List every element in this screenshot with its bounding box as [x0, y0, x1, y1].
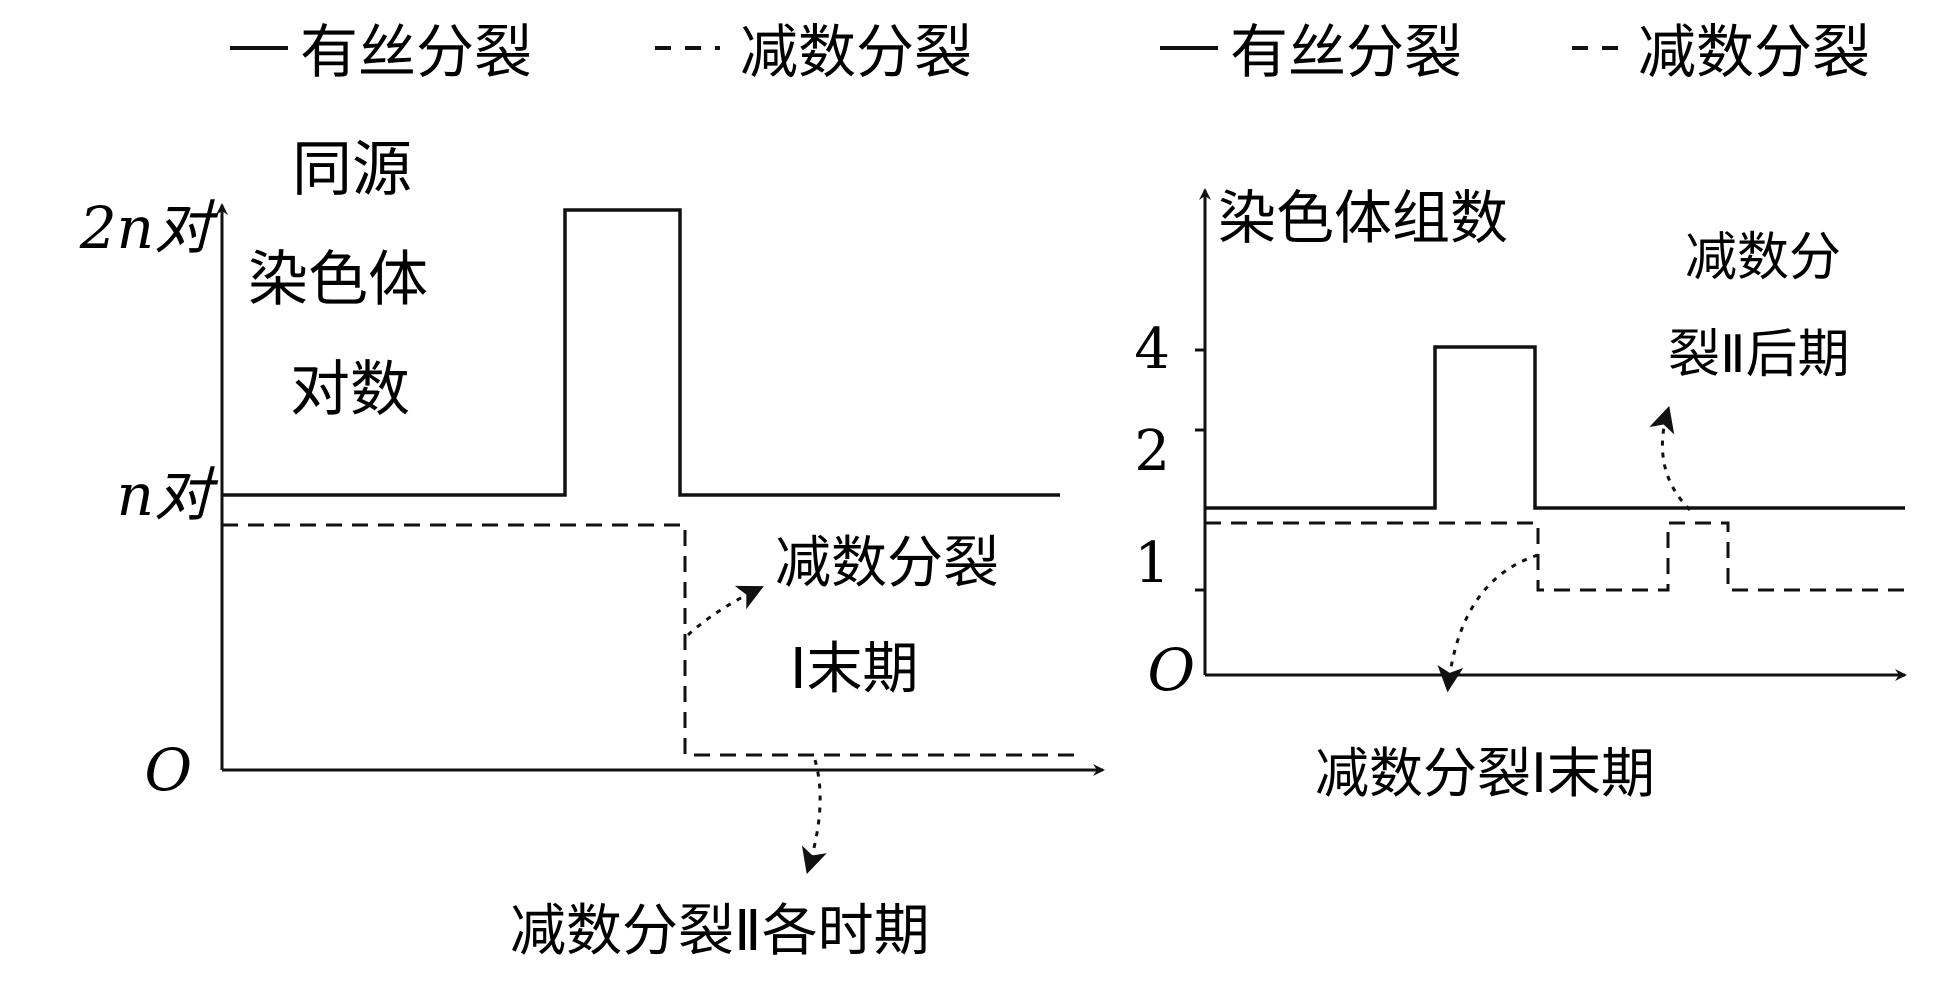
- right-y-tick-4: 4: [1134, 317, 1170, 382]
- left-y-tick-n: n对: [117, 461, 219, 529]
- left-chart: 有丝分裂 减数分裂 同源 染色体 对数 2n对 n对 O 减数分裂 Ⅰ末期 减数…: [79, 18, 1105, 964]
- right-meiosis-series: [1205, 521, 1905, 592]
- right-y-axis-label: 染色体组数: [1218, 184, 1508, 252]
- right-note-meiosis2-line2: 裂Ⅱ后期: [1668, 325, 1850, 385]
- left-note-arrow-meiosis1: [686, 585, 764, 637]
- right-note-arrow-meiosis2: [1649, 405, 1692, 512]
- left-meiosis-series: [222, 523, 1075, 757]
- right-y-tick-1: 1: [1134, 531, 1170, 596]
- left-mitosis-series: [222, 208, 1060, 497]
- left-note-meiosis1-line2: Ⅰ末期: [790, 637, 919, 702]
- right-y-tick-2: 2: [1134, 419, 1170, 484]
- left-note-arrow-meiosis2: [801, 759, 827, 875]
- left-origin: O: [144, 736, 192, 804]
- legend-dashed-label: 减数分裂: [1638, 18, 1870, 86]
- left-note-meiosis1-line1: 减数分裂: [775, 531, 999, 596]
- right-legend: 有丝分裂 减数分裂: [1160, 18, 1870, 86]
- right-mitosis-series: [1205, 345, 1905, 510]
- legend-solid-label: 有丝分裂: [1230, 18, 1462, 86]
- right-note-meiosis1: 减数分裂Ⅰ末期: [1315, 742, 1655, 805]
- right-chart: 有丝分裂 减数分裂 染色体组数 4 2 1 O 减数分 裂Ⅱ后期 减数分裂Ⅰ末期: [1134, 18, 1907, 805]
- right-origin: O: [1147, 636, 1195, 704]
- left-y-tick-2n: 2n对: [79, 194, 219, 262]
- legend-solid-label: 有丝分裂: [300, 18, 532, 86]
- left-note-meiosis2: 减数分裂Ⅱ各时期: [510, 899, 930, 964]
- left-y-axis-label: 同源 染色体 对数: [248, 135, 447, 425]
- right-note-arrow-meiosis1: [1437, 553, 1539, 693]
- right-note-meiosis2-line1: 减数分: [1685, 228, 1841, 288]
- legend-dashed-label: 减数分裂: [740, 18, 972, 86]
- left-legend: 有丝分裂 减数分裂: [230, 18, 972, 86]
